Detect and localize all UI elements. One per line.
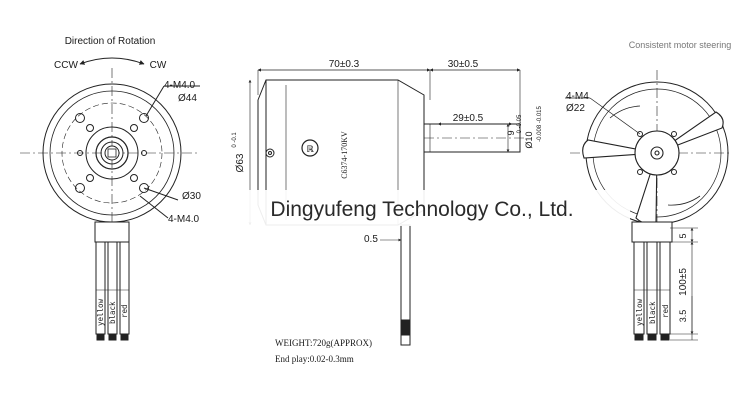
mount-hole [75, 183, 85, 193]
svg-text:ℝ: ℝ [306, 144, 314, 154]
mount-hole [86, 124, 94, 132]
rear-wire-label-red: red [661, 304, 670, 318]
shaft-length-dim: 30±0.5 [448, 59, 479, 70]
shaft-dia-9-tol: 0 -0.05 [517, 114, 523, 133]
lead-length-dim: 100±5 [678, 268, 689, 296]
shaft-dia-10-tol: -0.008 -0.015 [537, 105, 543, 141]
watermark-text: Dingyufeng Technology Co., Ltd. [270, 198, 573, 221]
lead-gap-dim: 5 [678, 233, 688, 238]
end-play-label: End play:0.02-0.3mm [275, 354, 354, 364]
ccw-label: CCW [54, 60, 78, 71]
lead-wire [119, 241, 130, 335]
shaft-dia-10: Ø10 [524, 131, 534, 148]
rear-holes-pcd: Ø22 [566, 103, 585, 114]
rear-holes-label: 4-M4 [566, 91, 589, 102]
front-holes-inner-label: 4-M4.0 [168, 214, 200, 225]
model-label: C6374-170KV [340, 131, 349, 179]
shaft-step-dim: 29±0.5 [453, 113, 484, 124]
rear-wire-label-yellow: yellow [635, 298, 644, 326]
rear-wire-label-black: black [648, 301, 657, 324]
front-holes-outer-label: 4-M4.0 [164, 80, 196, 91]
mount-hole [130, 174, 138, 182]
body-length-dim: 70±0.3 [329, 59, 360, 70]
mount-hole [139, 113, 149, 123]
body-diameter-dim: Ø63 [235, 153, 246, 172]
shaft-dia-9: 9 [506, 130, 516, 135]
rear-view: Consistent motor steering 4-M4 Ø22 y [565, 40, 732, 341]
body-screw-icon [265, 148, 275, 158]
front-wire-label-yellow: yellow [96, 298, 105, 326]
mount-hole [86, 174, 94, 182]
front-wire-label-black: black [108, 301, 117, 324]
x-mount-bracket [582, 111, 724, 224]
lead-offset-dim: 0.5 [364, 234, 378, 245]
rear-view-note: Consistent motor steering [629, 40, 732, 50]
lead-wire [659, 241, 671, 335]
mount-hole [75, 113, 85, 123]
front-holes-outer-pcd: Ø44 [178, 93, 197, 104]
rear-mount-hole [671, 169, 677, 175]
shaft-circle [104, 145, 120, 161]
front-wire-label-red: red [120, 304, 129, 318]
weight-label: WEIGHT:720g(APPROX) [275, 338, 372, 348]
lead-strip-dim: 3.5 [678, 310, 688, 323]
rotation-arrow [79, 57, 145, 65]
front-holes-inner-pcd: Ø30 [182, 191, 201, 202]
watermark: Dingyufeng Technology Co., Ltd. [215, 190, 630, 226]
rear-mount-hole [637, 131, 643, 137]
rotation-title: Direction of Rotation [65, 36, 156, 47]
rear-mount-hole [671, 131, 677, 137]
body-diameter-tol: 0 -0.1 [232, 132, 238, 148]
mount-hole [139, 183, 149, 193]
brand-logo-icon: ℝ [301, 139, 319, 157]
rear-mount-hole [637, 169, 643, 175]
mount-hole [130, 124, 138, 132]
cw-label: CW [150, 60, 167, 71]
front-view: Direction of Rotation CCW CW 4-M4.0 Ø44 … [20, 36, 201, 341]
